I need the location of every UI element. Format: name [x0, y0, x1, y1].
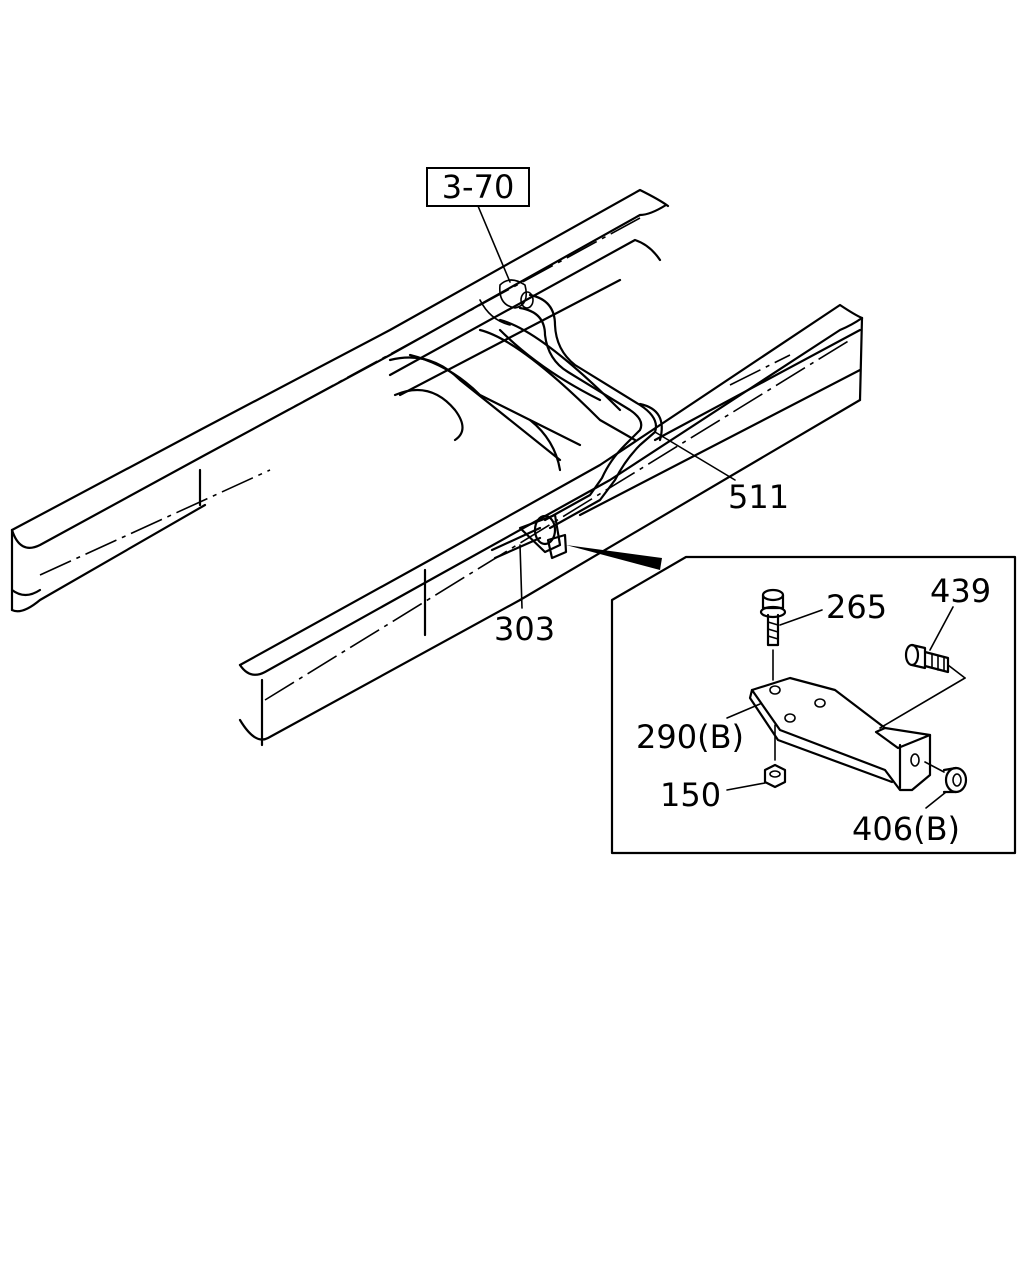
hose-assembly: [479, 279, 663, 530]
label-511: 511: [728, 478, 789, 516]
right-frame-rail: [238, 303, 864, 747]
reference-box: [426, 167, 530, 207]
label-439: 439: [930, 572, 991, 610]
callout-wedge: [566, 545, 662, 570]
nut-150: [726, 763, 787, 791]
cross-member: [388, 318, 637, 472]
bolt-265: [759, 588, 823, 681]
reference-box-label: 3-70: [442, 168, 515, 206]
bracket-290b: [726, 676, 932, 792]
detail-inset: [610, 555, 1017, 855]
label-303: 303: [494, 610, 555, 648]
label-265: 265: [826, 588, 887, 626]
left-frame-rail: [10, 188, 670, 613]
bolt-439: [879, 606, 966, 729]
label-150: 150: [660, 776, 721, 814]
label-406b: 406(B): [852, 810, 960, 848]
label-290b: 290(B): [636, 718, 744, 756]
clip-assembly: [490, 513, 662, 570]
leader-lines: [477, 205, 736, 609]
nut-406b: [924, 761, 968, 809]
